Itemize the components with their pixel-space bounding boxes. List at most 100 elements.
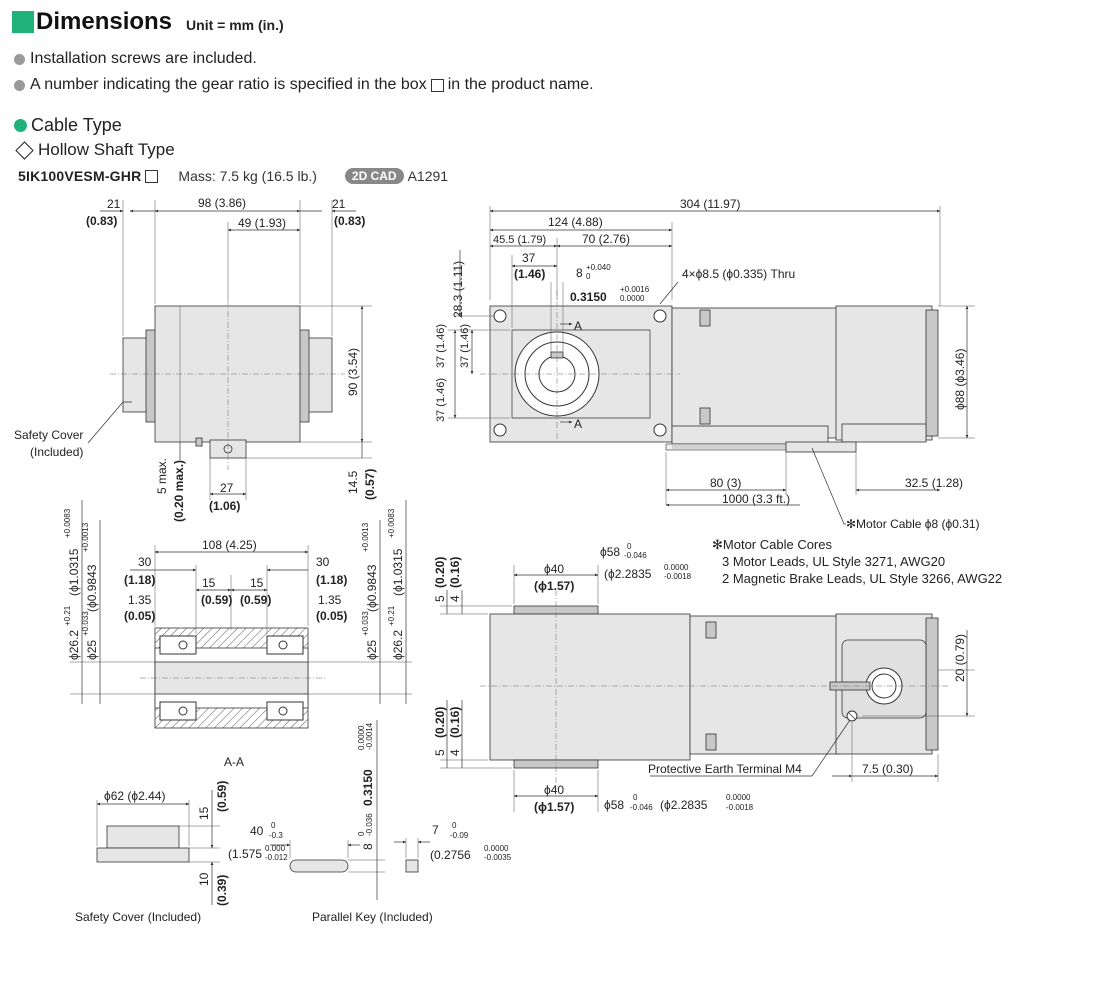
svg-text:108 (4.25): 108 (4.25) xyxy=(202,538,257,552)
svg-text:ϕ58: ϕ58 xyxy=(604,798,624,812)
svg-text:-0.0018: -0.0018 xyxy=(664,572,692,581)
svg-text:37 (1.46): 37 (1.46) xyxy=(459,324,471,368)
svg-text:+0.0013: +0.0013 xyxy=(81,522,90,552)
box-icon xyxy=(145,169,159,183)
svg-text:ϕ40: ϕ40 xyxy=(544,783,564,797)
svg-text:+0.0013: +0.0013 xyxy=(361,522,370,552)
svg-text:+0.0083: +0.0083 xyxy=(63,508,72,538)
brake-section xyxy=(835,305,933,441)
svg-text:(0.16): (0.16) xyxy=(448,557,462,588)
svg-text:+0.0083: +0.0083 xyxy=(387,508,396,538)
parallel-key-detail: 40 0 -0.3 (1.575 0.000 -0.012 8 0 -0.036… xyxy=(228,720,512,924)
svg-text:(ϕ1.0315: (ϕ1.0315 xyxy=(391,548,405,596)
svg-text:(Included): (Included) xyxy=(30,445,83,459)
svg-text:21: 21 xyxy=(332,197,346,211)
svg-text:(ϕ0.9843: (ϕ0.9843 xyxy=(85,564,99,612)
svg-text:15: 15 xyxy=(197,806,211,820)
svg-text:(0.83): (0.83) xyxy=(334,214,365,228)
svg-text:5 max.: 5 max. xyxy=(155,458,169,494)
svg-text:(0.83): (0.83) xyxy=(86,214,117,228)
bottom-view: ϕ40 (ϕ1.57) ϕ58 0 -0.046 (ϕ2.2835 0.0000… xyxy=(433,542,975,814)
svg-text:-0.012: -0.012 xyxy=(265,853,288,862)
cad-code: A1291 xyxy=(407,168,449,184)
svg-text:49 (1.93): 49 (1.93) xyxy=(238,216,286,230)
motor-cable-label: ✻Motor Cable ϕ8 (ϕ0.31) xyxy=(846,517,980,531)
svg-text:0.0000: 0.0000 xyxy=(484,844,509,853)
svg-text:70 (2.76): 70 (2.76) xyxy=(582,232,630,246)
svg-text:4: 4 xyxy=(448,595,462,602)
svg-text:8: 8 xyxy=(361,843,375,850)
svg-text:+0.033: +0.033 xyxy=(81,611,90,636)
svg-text:4: 4 xyxy=(448,749,462,756)
svg-text:1.35: 1.35 xyxy=(128,593,152,607)
motor-body xyxy=(671,307,841,439)
svg-text:(0.59): (0.59) xyxy=(201,593,232,607)
svg-text:(ϕ1.57): (ϕ1.57) xyxy=(534,800,574,814)
svg-text:ϕ58: ϕ58 xyxy=(600,545,620,559)
note-screws: Installation screws are included. xyxy=(14,50,257,68)
svg-text:30: 30 xyxy=(138,555,152,569)
svg-text:37: 37 xyxy=(522,251,536,265)
svg-text:2 Magnetic Brake Leads, UL Sty: 2 Magnetic Brake Leads, UL Style 3266, A… xyxy=(722,571,1002,586)
svg-text:-0.0018: -0.0018 xyxy=(726,803,754,812)
parallel-key-label: Parallel Key (Included) xyxy=(312,910,433,924)
svg-text:0.3150: 0.3150 xyxy=(570,290,607,304)
svg-text:45.5 (1.79): 45.5 (1.79) xyxy=(493,234,546,246)
svg-text:0: 0 xyxy=(271,821,276,830)
section-label: A-A xyxy=(224,755,244,769)
svg-text:20 (0.79): 20 (0.79) xyxy=(953,634,967,682)
svg-text:-0.09: -0.09 xyxy=(450,831,469,840)
svg-text:40: 40 xyxy=(250,824,264,838)
svg-text:(1.06): (1.06) xyxy=(209,499,240,513)
svg-text:30: 30 xyxy=(316,555,330,569)
svg-text:0.0000: 0.0000 xyxy=(357,725,366,750)
section-aa-view: A-A 108 (4.25) 30 (1.18) 30 (1.18) 15 (0… xyxy=(63,500,412,769)
svg-text:✻Motor Cable Cores: ✻Motor Cable Cores xyxy=(712,537,832,552)
hollow-shaft-heading: Hollow Shaft Type xyxy=(14,140,175,160)
green-bullet-icon xyxy=(14,119,27,132)
svg-text:ϕ40: ϕ40 xyxy=(544,562,564,576)
svg-text:ϕ88 (ϕ3.46): ϕ88 (ϕ3.46) xyxy=(953,349,967,410)
svg-text:+0.033: +0.033 xyxy=(361,611,370,636)
model-name: 5IK100VESM-GHR xyxy=(18,168,142,184)
svg-text:-0.046: -0.046 xyxy=(630,803,653,812)
svg-text:21: 21 xyxy=(107,197,121,211)
note-gear-ratio: A number indicating the gear ratio is sp… xyxy=(14,76,594,94)
svg-text:28.3 (1.11): 28.3 (1.11) xyxy=(451,261,465,318)
svg-text:(0.59): (0.59) xyxy=(215,781,229,812)
svg-text:0: 0 xyxy=(586,272,591,281)
svg-text:124 (4.88): 124 (4.88) xyxy=(548,215,603,229)
pe-terminal-label: Protective Earth Terminal M4 xyxy=(648,762,802,776)
svg-text:ϕ26.2: ϕ26.2 xyxy=(67,630,81,660)
mass-label: Mass: 7.5 kg (16.5 lb.) xyxy=(178,168,317,184)
svg-text:A: A xyxy=(574,319,582,333)
svg-text:ϕ25: ϕ25 xyxy=(85,640,99,660)
svg-text:10: 10 xyxy=(197,872,211,886)
svg-text:90 (3.54): 90 (3.54) xyxy=(346,348,360,396)
svg-text:(0.05): (0.05) xyxy=(124,609,155,623)
svg-text:ϕ62 (ϕ2.44): ϕ62 (ϕ2.44) xyxy=(104,789,165,803)
svg-text:ϕ26.2: ϕ26.2 xyxy=(391,630,405,660)
cad-badge[interactable]: 2D CAD xyxy=(344,168,404,184)
svg-text:1.35: 1.35 xyxy=(318,593,342,607)
svg-text:0.0000: 0.0000 xyxy=(726,793,751,802)
svg-text:(0.16): (0.16) xyxy=(448,707,462,738)
svg-text:(ϕ0.9843: (ϕ0.9843 xyxy=(365,564,379,612)
thru-holes-label: 4×ϕ8.5 (ϕ0.335) Thru xyxy=(682,267,795,281)
svg-text:ϕ25: ϕ25 xyxy=(365,640,379,660)
svg-text:(0.59): (0.59) xyxy=(240,593,271,607)
svg-text:15: 15 xyxy=(202,576,216,590)
svg-text:80 (3): 80 (3) xyxy=(710,476,741,490)
box-icon xyxy=(430,78,444,92)
unit-label: Unit = mm (in.) xyxy=(186,17,284,33)
product-line: 5IK100VESM-GHR Mass: 7.5 kg (16.5 lb.) 2… xyxy=(18,168,448,184)
cable-type-heading: Cable Type xyxy=(14,115,122,136)
svg-text:(0.57): (0.57) xyxy=(363,469,377,500)
svg-text:0: 0 xyxy=(452,821,457,830)
svg-text:1000 (3.3 ft.): 1000 (3.3 ft.) xyxy=(722,492,790,506)
svg-text:(1.18): (1.18) xyxy=(316,573,347,587)
parallel-key xyxy=(289,859,349,873)
svg-text:0.0000: 0.0000 xyxy=(620,294,645,303)
svg-text:0: 0 xyxy=(357,831,366,836)
